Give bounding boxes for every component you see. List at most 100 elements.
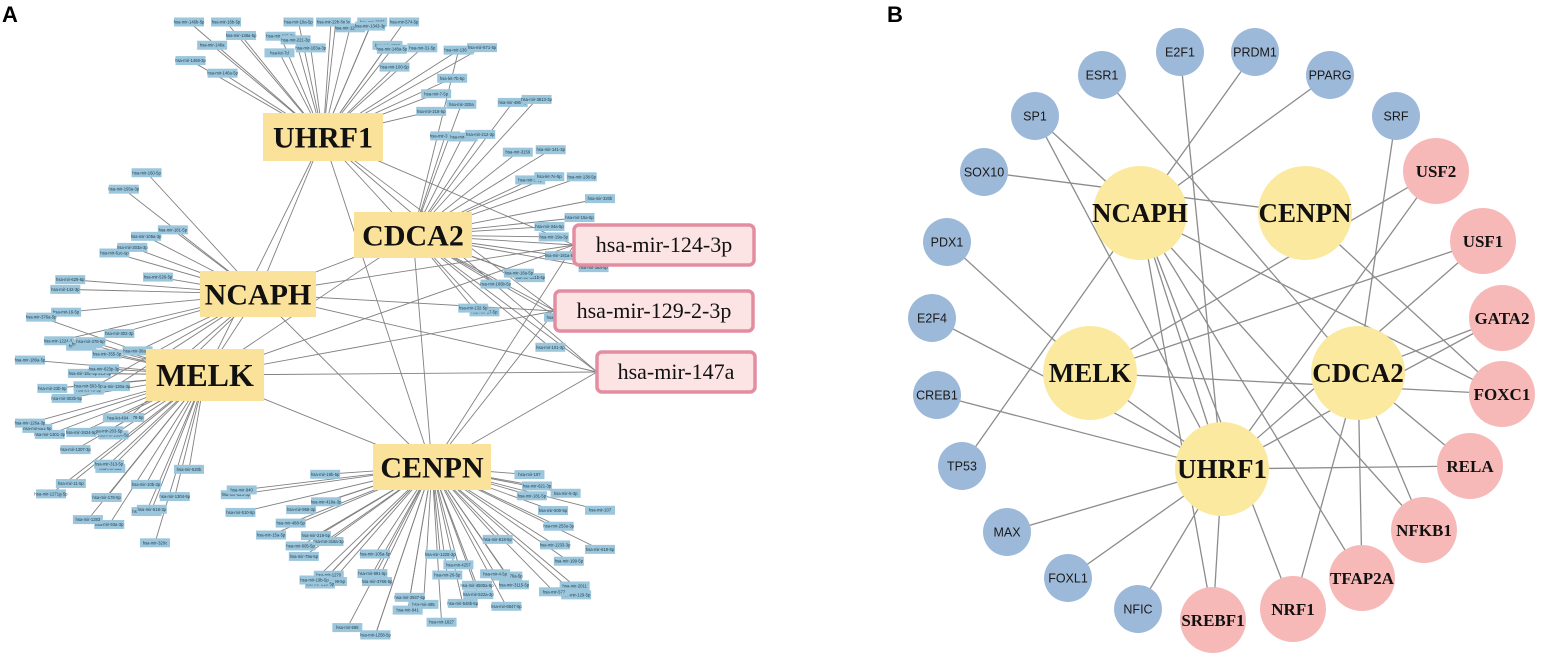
key-mirna-box (553, 289, 755, 333)
mirna-node-hsa-let-7b-5p: hsa-let-7b-5p (437, 73, 468, 83)
tf-node-circle (913, 371, 961, 419)
mirna-node-box (51, 393, 82, 403)
mirna-node-box (256, 530, 287, 540)
tf-node-foxc1: FOXC1 (1469, 361, 1535, 427)
mirna-edge (346, 466, 433, 628)
mirna-node-hsa-mir-15a-5p: hsa-mir-15a-5p (256, 530, 287, 540)
mirna-node-box (545, 251, 576, 261)
mirna-node-hsa-mir-500-5p: hsa-mir-500-5p (538, 506, 569, 516)
gene-node-circle (1175, 422, 1269, 516)
mirna-node-label: hsa-mir-30a-5p (123, 348, 152, 353)
mirna-node-hsa-mir-1258-5p: hsa-mir-1258-5p (360, 630, 391, 640)
mirna-node-hsa-mir-11-5p: hsa-mir-11-5p (55, 479, 86, 489)
mirna-node-hsa-mir-574-5p: hsa-mir-574-5p (389, 17, 420, 27)
mirna-node-hsa-mir-19b-5p: hsa-mir-19b-5p (310, 469, 341, 479)
mirna-node-box (394, 592, 425, 602)
mirna-node-label: hsa-mir-160-5p (132, 170, 161, 175)
mirna-node-box (102, 413, 133, 423)
mirna-node-label: hsa-mir-3613-3p (521, 97, 552, 102)
mirna-node-hsa-mir-103a-3p: hsa-mir-103a-3p (295, 43, 327, 53)
tf-edge-foxc1-ncaph (1139, 212, 1503, 395)
mirna-node-hsa-mir-160-5p: hsa-mir-160-5p (131, 168, 162, 178)
mirna-node-label: hsa-mir-100-5p (380, 65, 409, 70)
tf-node-sox10: SOX10 (960, 148, 1008, 196)
mirna-node-box (463, 590, 494, 600)
mirna-node-label: hsa-mir-36a-5p (579, 265, 608, 270)
gene-node-ncaph: NCAPH (1092, 166, 1188, 260)
mirna-node-label: hsa-mir-197 (518, 472, 541, 477)
mirna-node-hsa-mir-1468-3p: hsa-mir-1468-3p (175, 56, 207, 66)
mirna-node-hsa-mir-10a-5p: hsa-mir-10a-5p (283, 17, 314, 27)
hub-node-cdca2: CDCA2 (354, 212, 472, 258)
mirna-node-box (447, 598, 478, 608)
mirna-node-box (538, 506, 569, 516)
mirna-node-label: hsa-mir-10b-3p (132, 482, 161, 487)
mirna-node-hsa-mir-132-5p: hsa-mir-132-5p (458, 303, 489, 313)
tf-node-label: NFKB1 (1396, 521, 1452, 540)
mirna-node-label: hsa-mir-374b-5p (430, 133, 461, 138)
mirna-node-hsa-mir-488-5p: hsa-mir-488-5p (275, 518, 306, 528)
mirna-node-hsa-mir-15a-5p: hsa-mir-15a-5p (564, 212, 595, 222)
gene-node-circle (1043, 326, 1137, 420)
key-mirna-label: hsa-mir-124-3p (596, 232, 732, 257)
tf-node-srf: SRF (1372, 92, 1420, 140)
mirna-node-label: hsa-mir-19b-5p (311, 472, 340, 477)
mirna-node-label: hsa-mir-199-5p (555, 559, 584, 564)
mirna-node-label: hsa-mir-31-5p (409, 45, 436, 50)
tf-edge-usf1-melk (1089, 240, 1484, 374)
mirna-node-hsa-mir-146a-5p: hsa-mir-146a-5p (207, 68, 239, 78)
mirna-node-label: hsa-mir-11-5p (58, 481, 84, 486)
mirna-node-box (497, 97, 528, 107)
mirna-node-box (447, 132, 478, 142)
mirna-node-label: hsa-mir-320a (449, 102, 474, 107)
panel-a-letter: A (2, 2, 18, 27)
mirna-node-box (559, 581, 590, 591)
mirna-node-box (157, 225, 188, 235)
mirna-node-hsa-mir-1304-5p: hsa-mir-1304-5p (159, 492, 191, 502)
tf-edge-sp1-uhrf1 (1034, 115, 1223, 470)
mirna-node-label: hsa-mir-146a-5p (207, 71, 238, 76)
mirna-node-hsa-mir-518-3p: hsa-mir-518-3p (136, 504, 167, 514)
tf-edge-nrf1-ncaph (1139, 212, 1294, 610)
key-mirna-label: hsa-mir-147a (618, 359, 735, 384)
tf-node-label: NRF1 (1271, 600, 1314, 619)
tf-node-circle (983, 508, 1031, 556)
mirna-node-label: hsa-mir-1307-3p (60, 447, 91, 452)
key-mirna-edge (431, 244, 575, 468)
mirna-node-label: hsa-mir-142-3p (51, 287, 80, 292)
hub-node-cenpn: CENPN (373, 444, 491, 490)
mirna-node-label: hsa-mir-3424-5p (66, 430, 97, 435)
mirna-node-label: hsa-mir-181-5p (159, 227, 188, 232)
tf-edge-nfkb1-ncaph (1139, 212, 1425, 531)
mirna-edge (431, 466, 443, 623)
mirna-node-hsa-mir-495: hsa-mir-495 (408, 599, 439, 609)
mirna-node-label: hsa-mir-522a-3p (463, 592, 494, 597)
mirna-node-hsa-mir-616-5p: hsa-mir-616-5p (99, 248, 130, 258)
tf-node-label: SRF (1384, 110, 1409, 124)
mirna-node-hsa-mir-621-3p: hsa-mir-621-3p (521, 481, 552, 491)
mirna-node-box (139, 538, 170, 548)
mirna-node-box (550, 488, 581, 498)
mirna-node-hsa-mir-618-5p: hsa-mir-618-5p (482, 534, 513, 544)
mirna-node-hsa-mir-941: hsa-mir-941 (392, 605, 423, 615)
mirna-node-hsa-mir-4500a-5p: hsa-mir-4500a-5p (460, 580, 494, 590)
mirna-node-hsa-mir-138-5p: hsa-mir-138-5p (566, 172, 597, 182)
mirna-node-label: hsa-let-7b-5p (440, 76, 465, 81)
mirna-node-hsa-mir-4257: hsa-mir-4257 (443, 560, 474, 570)
mirna-node-hsa-mir-1270: hsa-mir-1270 (313, 570, 344, 580)
mirna-node-label: hsa-mir-526-5p (144, 275, 173, 280)
mirna-node-hsa-mir-548b-5p: hsa-mir-548b-5p (447, 598, 479, 608)
mirna-node-label: hsa-mir-148a-5p (377, 47, 408, 52)
mirna-node-label: hsa-mir-629-5p (56, 277, 85, 282)
mirna-node-box (136, 504, 167, 514)
mirna-node-hsa-let-7d: hsa-let-7d (264, 48, 295, 58)
mirna-node-hsa-mir-3613-3p: hsa-mir-3613-3p (521, 94, 553, 104)
mirna-node-hsa-mir-595: hsa-mir-595 (332, 623, 363, 633)
mirna-node-hsa-mir-303b-5p: hsa-mir-303b-5p (51, 393, 83, 403)
mirna-node-hsa-mir-129-5p: hsa-mir-129-5p (561, 590, 592, 600)
mirna-node-hsa-mir-510-5p: hsa-mir-510-5p (225, 507, 256, 517)
mirna-node-hsa-mir-19b-5p: hsa-mir-19b-5p (299, 575, 330, 585)
mirna-node-box (334, 23, 365, 33)
tf-edge-esr1-cdca2 (1101, 74, 1359, 374)
mirna-node-box (564, 212, 595, 222)
